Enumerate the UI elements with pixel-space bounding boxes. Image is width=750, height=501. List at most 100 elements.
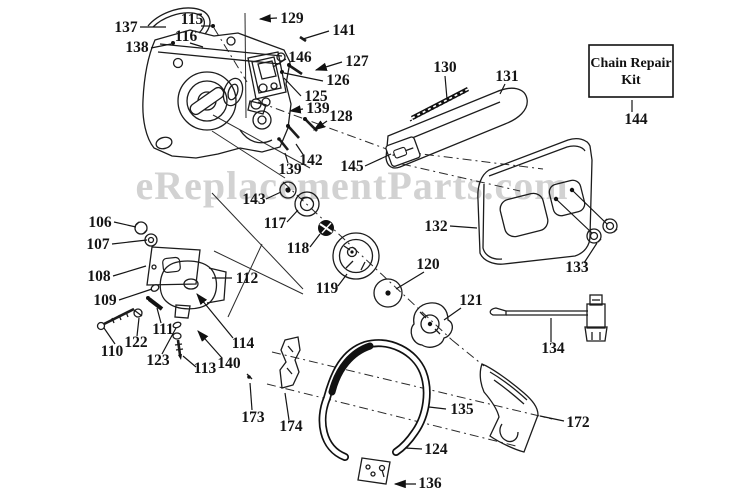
svg-text:123: 123 [146,352,170,369]
svg-text:136: 136 [418,475,442,492]
svg-text:138: 138 [125,39,149,56]
part-label-113: 113 [182,355,216,377]
svg-text:143: 143 [242,191,266,208]
svg-text:110: 110 [101,343,124,360]
svg-text:144: 144 [624,111,648,128]
part-label-107: 107 [86,236,148,253]
svg-text:174: 174 [279,418,303,435]
part-label-112: 112 [212,270,258,287]
svg-text:139: 139 [278,161,302,178]
clutch-cover-drawing [477,138,618,265]
svg-text:117: 117 [264,215,287,232]
part-label-122: 122 [124,317,148,351]
svg-text:129: 129 [280,10,304,27]
oiler-screw-drawing [96,307,135,331]
part-label-140: 140 [197,330,241,372]
alignment-lines [211,12,553,447]
svg-text:124: 124 [424,441,448,458]
svg-text:145: 145 [340,158,364,175]
part-label-141: 141 [302,22,356,40]
part-label-137: 137 [114,19,166,36]
svg-text:141: 141 [332,22,355,39]
part-label-128: 128 [313,108,353,131]
part-label-116: 116 [175,28,204,48]
svg-text:125: 125 [304,88,328,105]
part-label-132: 132 [424,218,478,235]
part-label-106: 106 [88,214,137,231]
svg-text:122: 122 [124,334,148,351]
adjuster-bolt-drawing [172,332,184,360]
part-label-117: 117 [264,209,299,232]
kit-box-line1: Chain Repair [590,56,671,71]
part-label-114: 114 [196,293,254,352]
part-label-144: 144 [624,100,648,128]
bar-plate-drawing [385,136,421,167]
svg-text:127: 127 [345,53,369,70]
rear-handle-drawing [479,363,539,453]
part-label-139a: 139 [288,100,330,117]
part-label-111: 111 [152,307,174,338]
part-label-126: 126 [280,70,350,89]
part-label-124: 124 [404,441,448,458]
svg-text:112: 112 [236,270,259,287]
svg-text:128: 128 [329,108,353,125]
svg-text:133: 133 [565,259,589,276]
part-label-145: 145 [340,153,392,175]
svg-text:109: 109 [93,292,117,309]
svg-text:107: 107 [86,236,110,253]
svg-text:119: 119 [316,280,339,297]
svg-text:118: 118 [287,240,310,257]
handle-bracket-drawing [279,336,301,389]
part-label-125: 125 [283,77,328,105]
part-label-134: 134 [541,318,565,357]
svg-text:139: 139 [306,100,330,117]
svg-text:108: 108 [87,268,111,285]
svg-text:116: 116 [175,28,198,45]
part-label-120: 120 [395,256,440,290]
svg-text:115: 115 [181,11,204,28]
svg-text:130: 130 [433,59,457,76]
svg-text:132: 132 [424,218,448,235]
svg-text:111: 111 [152,321,174,338]
part-label-173: 173 [241,382,265,426]
oil-pump-group-drawing [96,221,227,360]
guide-bar-drawing [385,87,528,169]
part-label-142: 142 [295,143,323,169]
part-label-109: 109 [93,288,153,309]
part-label-135: 135 [428,401,474,418]
part-label-123: 123 [146,327,177,369]
handlebar-drawing [246,336,431,485]
svg-text:137: 137 [114,19,138,36]
part-label-130: 130 [433,59,457,100]
clutch-assembly-drawing [410,302,454,348]
part-label-139b: 139 [278,152,302,178]
svg-text:135: 135 [450,401,474,418]
part-label-174: 174 [279,392,303,435]
chain-repair-kit-box: Chain Repair Kit [588,44,674,98]
part-label-119: 119 [316,273,348,297]
clutch-parts-drawing [279,181,454,348]
part-label-115: 115 [181,11,215,28]
part-label-108: 108 [87,265,147,285]
part-label-121: 121 [443,292,483,321]
part-label-118: 118 [287,233,321,257]
part-label-138: 138 [125,39,175,56]
svg-text:146: 146 [288,49,312,66]
part-label-131: 131 [495,68,519,95]
part-label-146: 146 [272,49,312,68]
part-label-133: 133 [565,242,598,276]
svg-text:121: 121 [459,292,482,309]
chain-drawing [409,87,470,122]
bar-wrench-drawing [489,294,608,342]
part-label-127: 127 [314,53,369,71]
part-labels: 106 107 108 109 110 122 111 123 113 140 … [86,10,648,492]
part-label-129: 129 [258,10,304,27]
part-label-136: 136 [393,475,442,492]
svg-text:140: 140 [217,355,241,372]
svg-text:134: 134 [541,340,565,357]
part-label-143: 143 [242,191,282,208]
part-label-110: 110 [101,327,124,360]
part-label-172: 172 [539,414,590,431]
